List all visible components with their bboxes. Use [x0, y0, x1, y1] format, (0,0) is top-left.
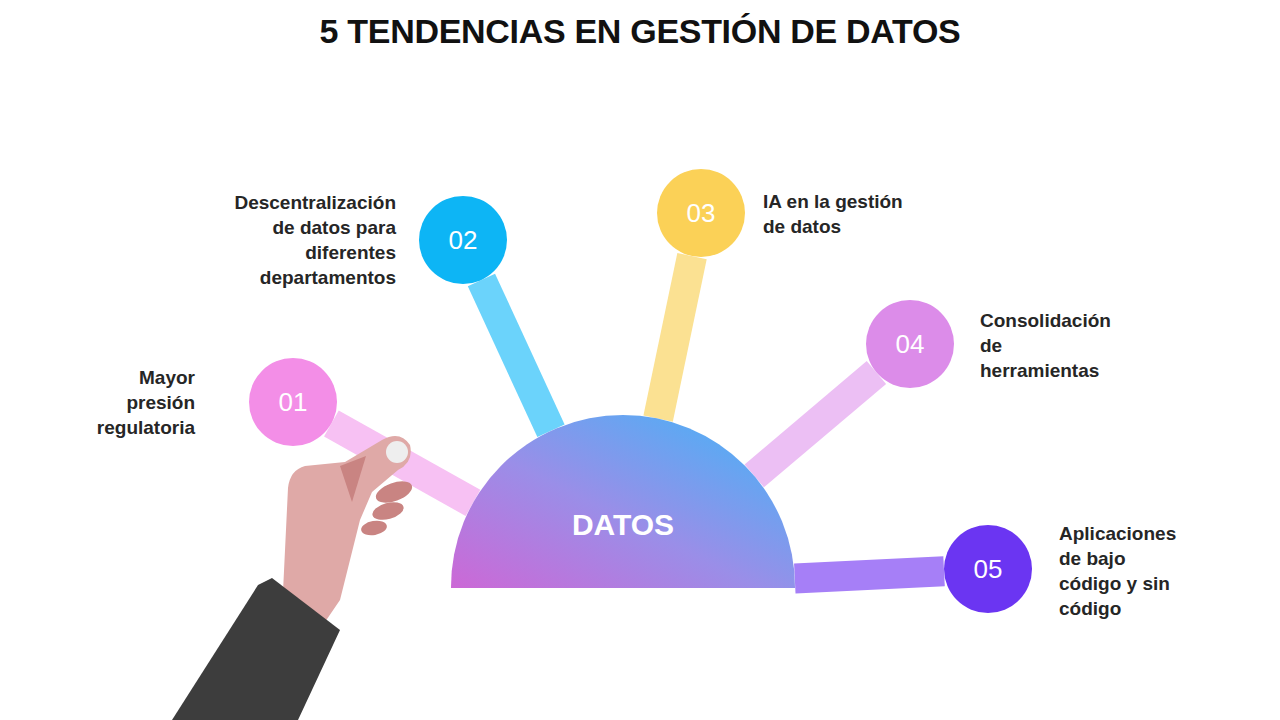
trend-label: Consolidación de herramientas — [980, 308, 1111, 383]
trend-circle: 03IA en la gestión de datos — [657, 169, 745, 257]
callout-number: 02 — [419, 225, 507, 256]
trend-label: Mayor presión regulatoria — [97, 365, 195, 440]
trend-circle: 05Aplicaciones de bajo código y sin códi… — [944, 525, 1032, 613]
trend-label: Aplicaciones de bajo código y sin código — [1059, 521, 1176, 621]
circle-fill — [249, 358, 337, 446]
segment-shape — [453, 415, 793, 588]
callout-number: 01 — [249, 387, 337, 418]
trend-circle: 01Mayor presión regulatoria — [249, 358, 337, 446]
circle-fill — [419, 196, 507, 284]
center-label: DATOS — [453, 508, 793, 542]
trend-circle: 04Consolidación de herramientas — [866, 300, 954, 388]
title: 5 TENDENCIAS EN GESTIÓN DE DATOS — [0, 12, 1280, 51]
hand-shade — [340, 456, 366, 502]
sleeve — [172, 578, 340, 720]
hand-finger — [370, 499, 405, 523]
circle-fill — [657, 169, 745, 257]
callout-number: 05 — [944, 554, 1032, 585]
center-segment: DATOS — [453, 415, 793, 588]
circle-fill — [866, 300, 954, 388]
callout-number: 03 — [657, 198, 745, 229]
connector-stem — [754, 372, 876, 475]
hand-palm — [283, 436, 411, 622]
trend-circle: 02Descentralización de datos para difere… — [419, 196, 507, 284]
connector-stem — [795, 571, 944, 578]
trend-label: Descentralización de datos para diferent… — [234, 190, 396, 290]
hand-finger — [360, 519, 388, 537]
segment-fill — [451, 415, 795, 588]
circle-fill — [944, 525, 1032, 613]
connector-stem — [481, 280, 551, 431]
trend-label: IA en la gestión de datos — [763, 189, 918, 239]
finger-nail — [386, 441, 408, 463]
callout-number: 04 — [866, 329, 954, 360]
connector-stem — [658, 256, 692, 419]
